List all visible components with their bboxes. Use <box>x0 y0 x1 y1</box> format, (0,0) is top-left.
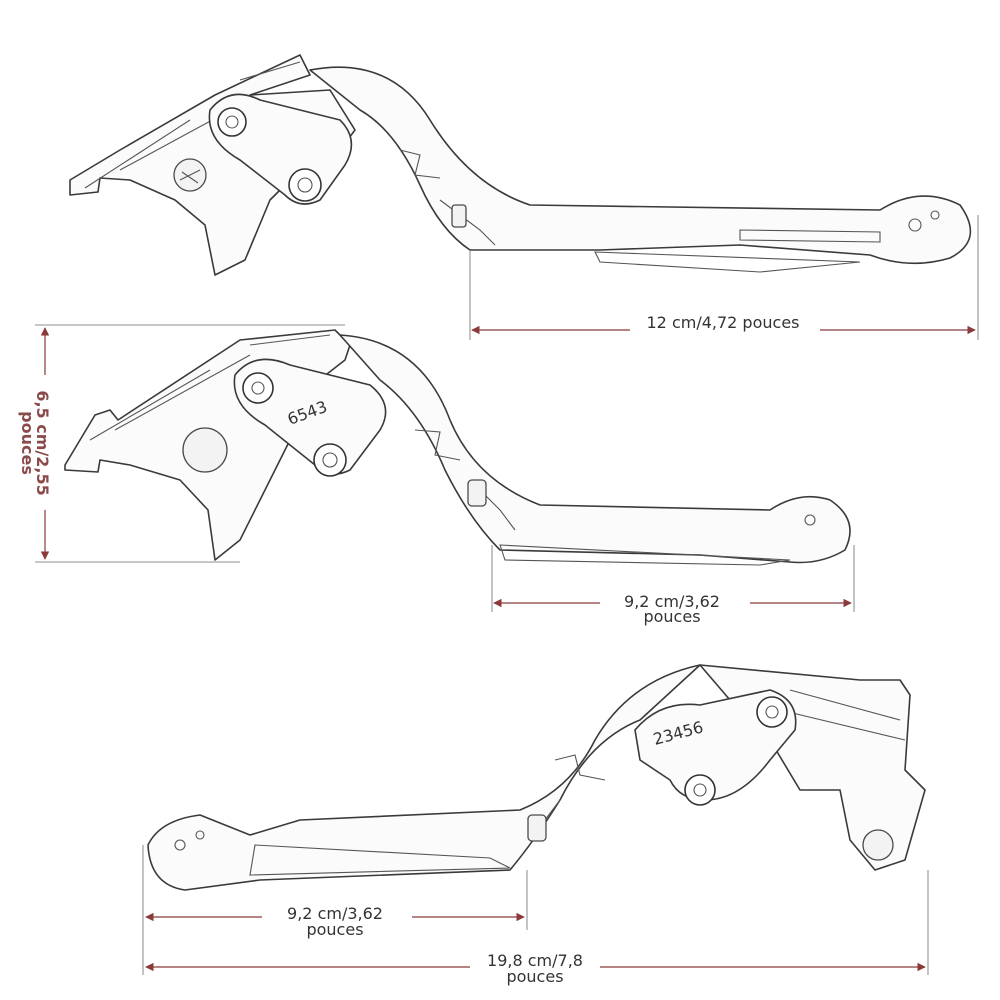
dimension-label-middle-length-1: 9,2 cm/3,62 <box>624 592 720 611</box>
bolt-icon <box>684 774 716 806</box>
fold-latch-top <box>451 204 467 228</box>
bolt-icon <box>288 168 322 202</box>
dimension-label-middle-length-2: pouces <box>643 607 700 626</box>
dimension-middle-height: 6,5 cm/2,55 pouces <box>18 324 345 563</box>
bolt-icon <box>756 696 788 728</box>
lever-middle: 6543 <box>64 329 851 566</box>
lever-top-extended <box>69 54 972 276</box>
pivot-hole-bottom <box>862 829 894 861</box>
dimension-label-bottom-total-2: pouces <box>506 967 563 986</box>
fold-latch-middle <box>467 479 487 507</box>
dimension-label-top: 12 cm/4,72 pouces <box>647 313 800 332</box>
dimension-bottom-total: 19,8 cm/7,8 pouces <box>145 870 929 990</box>
dimension-label-middle-height-2: pouces <box>18 411 37 475</box>
dimension-top-length: 12 cm/4,72 pouces <box>469 215 979 340</box>
dimension-label-bottom-short-1: 9,2 cm/3,62 <box>287 904 383 923</box>
dimension-label-bottom-total-1: 19,8 cm/7,8 <box>487 951 583 970</box>
dimension-label-bottom-short-2: pouces <box>306 920 363 939</box>
bolt-icon <box>242 372 274 404</box>
bolt-icon <box>217 107 247 137</box>
dimension-middle-length: 9,2 cm/3,62 pouces <box>491 545 855 628</box>
dimension-label-middle-height-1: 6,5 cm/2,55 <box>33 390 52 495</box>
lever-bottom: 23456 <box>147 664 926 891</box>
pivot-hole-middle <box>182 427 228 473</box>
dimension-bottom-short: 9,2 cm/3,62 pouces <box>142 845 528 975</box>
bolt-icon <box>313 443 347 477</box>
fold-latch-bottom <box>527 814 547 842</box>
